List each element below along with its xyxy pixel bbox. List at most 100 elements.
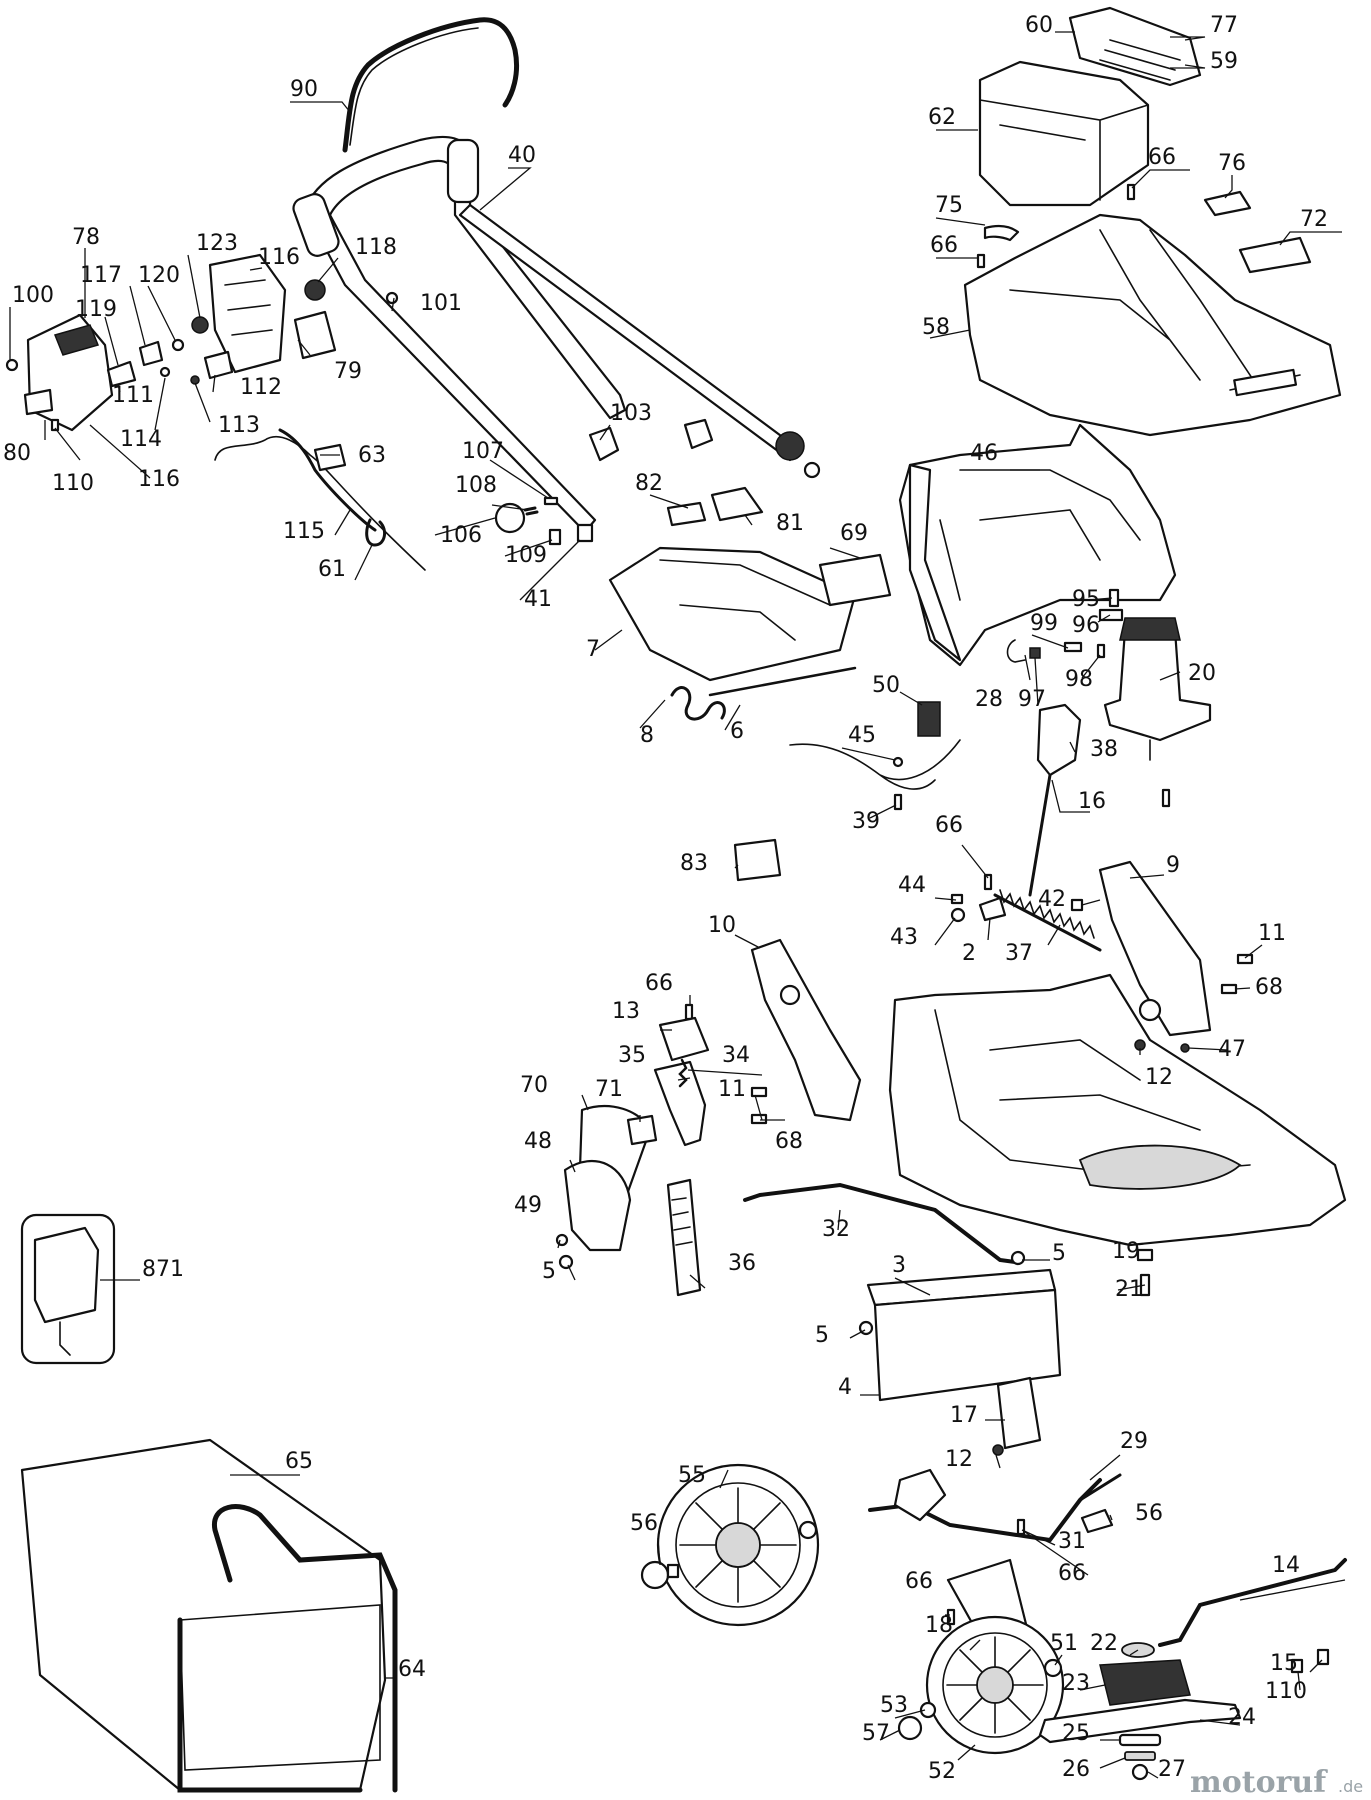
callout-31: 31 [1058,1529,1086,1554]
callout-42: 42 [1038,887,1066,912]
callout-51: 51 [1050,1631,1078,1656]
callout-5: 5 [1052,1241,1066,1266]
callout-76: 76 [1218,151,1246,176]
upper-handle-bar [342,17,520,153]
clip-56b [1080,1508,1114,1534]
part-56-washer [798,1520,818,1540]
part-123 [191,316,209,334]
rear-axle [743,1182,1017,1264]
callout-48: 48 [524,1129,552,1154]
callout-116: 116 [258,245,300,270]
callout-123: 123 [196,231,238,256]
callout-107: 107 [462,439,504,464]
blade-24 [1038,1698,1242,1744]
part-11a [1236,953,1254,965]
handle-clip-2 [683,418,714,450]
callout-63: 63 [358,443,386,468]
cable-115 [278,428,377,532]
callout-66: 66 [1058,1561,1086,1586]
top-housing-inner [1009,229,1301,391]
part-45 [892,756,904,768]
part-117 [138,340,164,367]
blade-holder-23 [1099,1659,1191,1706]
part-68a [1220,983,1238,995]
lever-spring-coils [999,889,1095,939]
rear-wheel-hub [715,1522,761,1568]
callout-68: 68 [1255,975,1283,1000]
callout-58: 58 [922,315,950,340]
handle-clip [588,426,620,462]
callout-106: 106 [440,523,482,548]
callout-53: 53 [880,1693,908,1718]
callout-118: 118 [355,235,397,260]
part-51 [1043,1658,1063,1678]
callout-119: 119 [75,297,117,322]
callout-101: 101 [420,291,462,316]
callout-27: 27 [1158,1757,1186,1782]
callout-40: 40 [508,143,536,168]
callout-66: 66 [935,813,963,838]
callout-59: 59 [1210,49,1238,74]
callout-114: 114 [120,427,162,452]
callout-43: 43 [890,925,918,950]
battery-handle-ribs [1099,39,1181,81]
seal-strip [983,224,1020,242]
part-113 [190,375,200,385]
callout-60: 60 [1025,13,1053,38]
part-66d [684,1003,694,1021]
callout-95: 95 [1072,587,1100,612]
callout-56: 56 [1135,1501,1163,1526]
rear-wheel-rim [675,1482,801,1608]
callout-11: 11 [1258,921,1286,946]
callout-22: 22 [1090,1631,1118,1656]
part-66f [946,1608,956,1626]
adjuster-cap [658,1016,710,1062]
mower-deck-fan [1078,1144,1242,1190]
part-110b [1290,1658,1304,1674]
motor-housing-inner [939,469,1141,601]
callout-15: 15 [1270,1651,1298,1676]
callout-32: 32 [822,1217,850,1242]
callout-66: 66 [930,233,958,258]
callout-28: 28 [975,687,1003,712]
callout-23: 23 [1062,1671,1090,1696]
upper-handle-bar-inner [349,27,479,146]
callout-65: 65 [285,1449,313,1474]
callout-37: 37 [1005,941,1033,966]
callout-100: 100 [12,283,54,308]
callout-36: 36 [728,1251,756,1276]
label-81 [710,486,764,522]
callout-7: 7 [586,637,600,662]
callout-108: 108 [455,473,497,498]
callout-12: 12 [1145,1065,1173,1090]
part-28 [1006,639,1026,663]
part-47 [1180,1043,1190,1053]
grass-bag-frame [177,1504,398,1793]
bolt-deck [1161,788,1171,808]
adjuster-spring [678,1058,688,1088]
callout-115: 115 [283,519,325,544]
callout-49: 49 [514,1193,542,1218]
callout-77: 77 [1210,13,1238,38]
front-wheel-spokes [946,1636,1044,1734]
watermark-brand: motoruf [1190,1765,1328,1800]
callout-11: 11 [718,1077,746,1102]
callout-69: 69 [840,521,868,546]
callout-12: 12 [945,1447,973,1472]
callout-56: 56 [630,1511,658,1536]
part-15 [1316,1648,1330,1666]
battery-pack [978,60,1150,207]
part-101 [385,291,399,305]
callout-70: 70 [520,1073,548,1098]
callout-61: 61 [318,557,346,582]
callout-44: 44 [898,873,926,898]
adjuster-rack-notches [671,1197,693,1246]
wheel-arm-left-hole [779,984,801,1006]
part-120 [171,338,185,352]
flap-spring [670,686,726,721]
rear-flap-detail [659,559,831,641]
front-wheel-cap [897,1715,923,1741]
callout-14: 14 [1272,1553,1300,1578]
switch-rod [1028,773,1052,897]
